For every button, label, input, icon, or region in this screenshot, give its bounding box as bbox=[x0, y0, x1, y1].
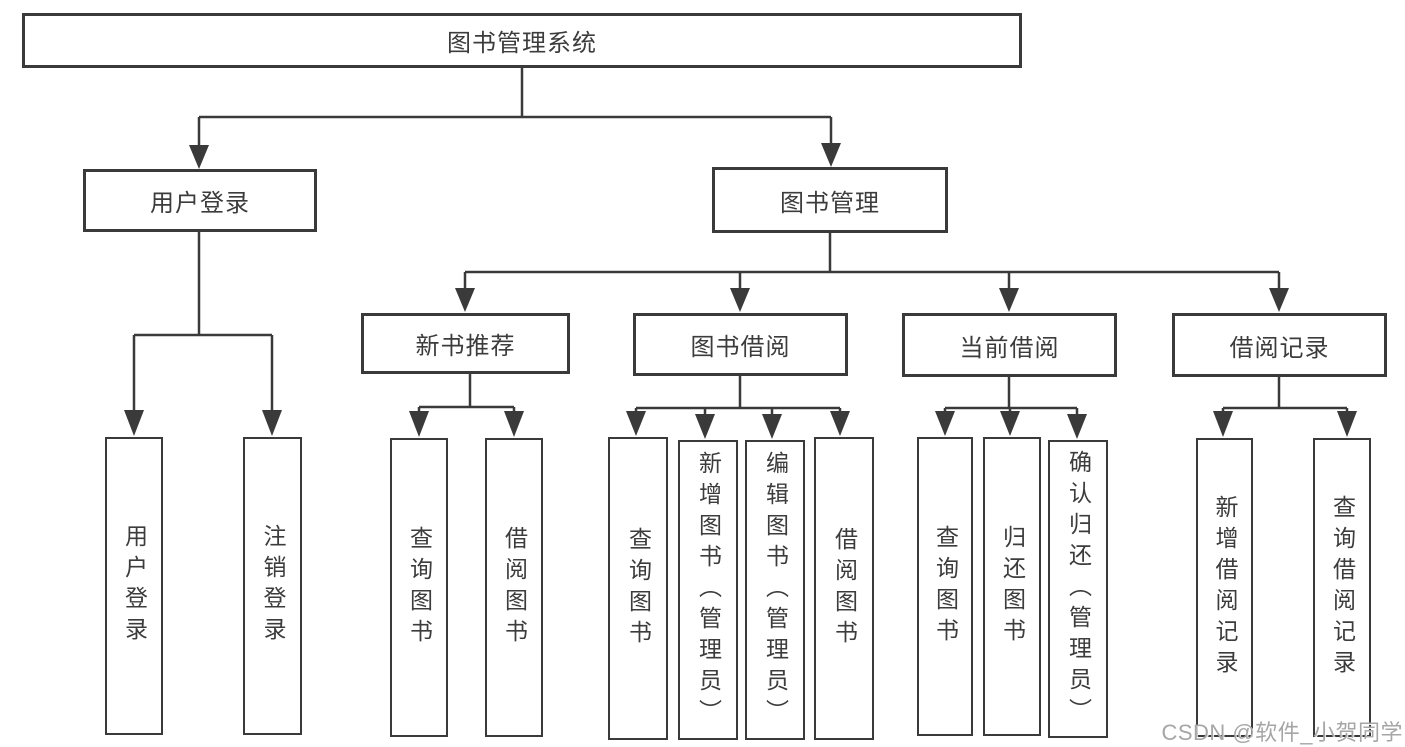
leaf-records-add-label: 新增借阅记录 bbox=[1212, 494, 1238, 681]
leaf-borrow-add: 新增图书（管理员） bbox=[678, 440, 738, 740]
node-new-book-recommend: 新书推荐 bbox=[361, 313, 570, 374]
node-root: 图书管理系统 bbox=[22, 13, 1022, 68]
leaf-borrow-query-label: 查询图书 bbox=[625, 526, 652, 651]
leaf-borrow-edit: 编辑图书（管理员） bbox=[745, 440, 805, 740]
leaf-borrow-query: 查询图书 bbox=[608, 437, 668, 740]
leaf-records-query: 查询借阅记录 bbox=[1313, 438, 1371, 737]
leaf-borrow-edit-label: 编辑图书（管理员） bbox=[762, 450, 789, 730]
node-root-label: 图书管理系统 bbox=[447, 30, 597, 57]
node-book-borrow: 图书借阅 bbox=[633, 313, 848, 376]
leaf-newbooks-query-label: 查询图书 bbox=[406, 525, 433, 650]
node-borrow-records-label: 借阅记录 bbox=[1229, 334, 1330, 362]
leaf-current-return: 归还图书 bbox=[983, 437, 1041, 736]
node-borrow-records: 借阅记录 bbox=[1172, 313, 1387, 377]
leaf-borrow-add-label: 新增图书（管理员） bbox=[695, 450, 722, 730]
connector-new-book-recommend bbox=[409, 374, 524, 437]
node-book-management-label: 图书管理 bbox=[780, 189, 880, 217]
leaf-user-login-label: 用户登录 bbox=[121, 524, 148, 648]
leaf-current-query: 查询图书 bbox=[917, 437, 973, 736]
connector-root bbox=[189, 68, 841, 169]
leaf-records-query-label: 查询借阅记录 bbox=[1329, 494, 1356, 681]
leaf-records-add: 新增借阅记录 bbox=[1196, 438, 1253, 737]
leaf-borrow-borrow: 借阅图书 bbox=[814, 437, 874, 740]
leaf-borrow-borrow-label: 借阅图书 bbox=[831, 526, 858, 651]
leaf-logout: 注销登录 bbox=[243, 437, 302, 735]
watermark: CSDN @软件_小贺同学 bbox=[1161, 720, 1403, 745]
leaf-newbooks-borrow: 借阅图书 bbox=[485, 438, 543, 737]
node-book-borrow-label: 图书借阅 bbox=[690, 334, 791, 361]
connector-user-login bbox=[124, 232, 282, 436]
connector-current-borrow bbox=[935, 377, 1087, 439]
connector-borrow-records bbox=[1213, 377, 1357, 437]
leaf-current-confirm: 确认归还（管理员） bbox=[1048, 440, 1108, 738]
leaf-current-return-label: 归还图书 bbox=[999, 524, 1026, 649]
node-book-management: 图书管理 bbox=[712, 167, 948, 233]
node-current-borrow: 当前借阅 bbox=[902, 313, 1117, 377]
node-user-login: 用户登录 bbox=[83, 169, 317, 232]
leaf-user-login: 用户登录 bbox=[105, 437, 163, 735]
node-current-borrow-label: 当前借阅 bbox=[959, 334, 1060, 362]
node-new-book-recommend-label: 新书推荐 bbox=[415, 333, 516, 360]
connector-book-management bbox=[455, 233, 1289, 312]
leaf-newbooks-query: 查询图书 bbox=[390, 438, 448, 737]
node-user-login-label: 用户登录 bbox=[150, 190, 250, 217]
leaf-logout-label: 注销登录 bbox=[260, 524, 286, 648]
leaf-current-confirm-label: 确认归还（管理员） bbox=[1065, 449, 1092, 729]
leaf-current-query-label: 查询图书 bbox=[932, 524, 959, 649]
leaf-newbooks-borrow-label: 借阅图书 bbox=[501, 525, 528, 650]
connector-book-borrow bbox=[626, 376, 850, 439]
